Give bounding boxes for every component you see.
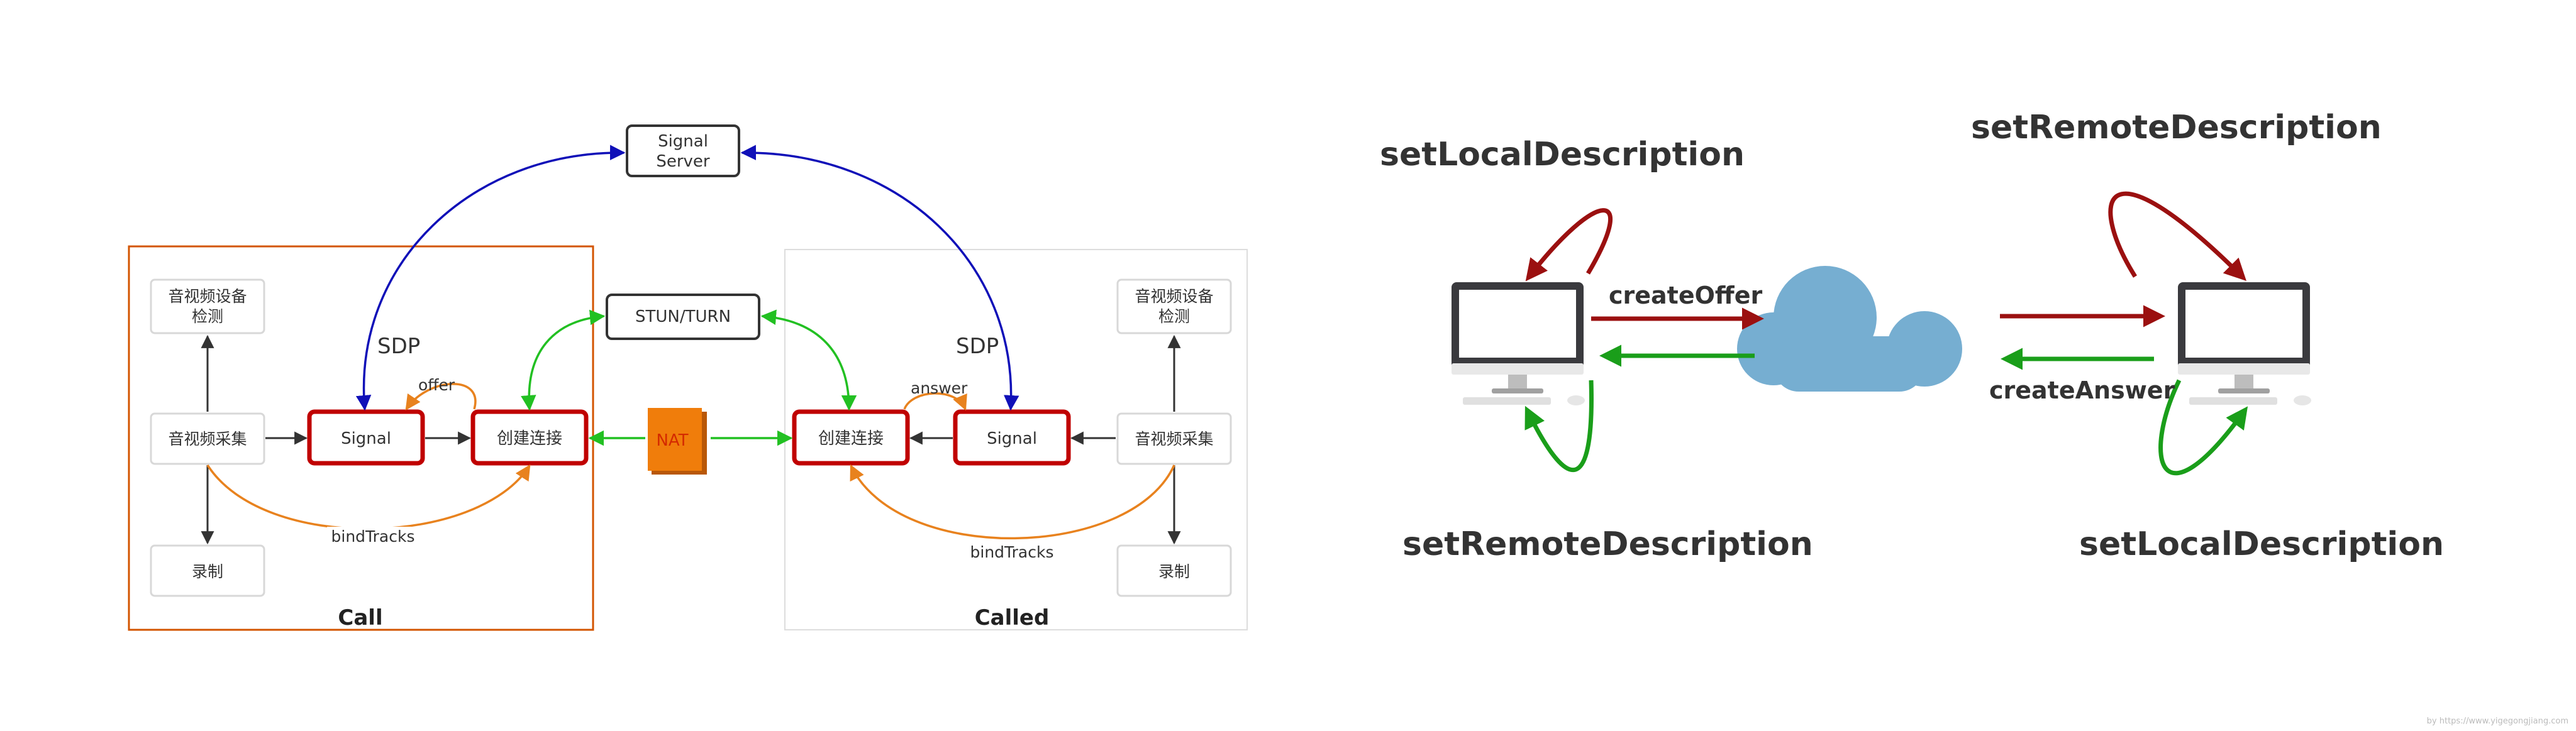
caller-record-node: 录制	[150, 544, 265, 597]
callee-sdp-arrow	[740, 145, 1019, 411]
callee-connect-label: 创建连接	[818, 429, 884, 448]
caller-bind-tracks-arrow	[206, 464, 531, 530]
caller-record-label: 录制	[192, 563, 223, 581]
callee-set-local-loop	[2158, 379, 2248, 476]
callee-bind-tracks-arrow	[850, 464, 1175, 540]
green-arrows	[521, 309, 857, 446]
signal-server-line2: Server	[656, 152, 710, 171]
signal-server-node: Signal Server	[626, 124, 740, 177]
callee-signal-label: Signal	[987, 429, 1037, 448]
nat-node: NAT	[648, 408, 707, 475]
caller-device-check-node: 音视频设备 检测	[150, 278, 265, 334]
callee-capture-label: 音视频采集	[1135, 430, 1213, 448]
callee-set-local-label: setLocalDescription	[2079, 525, 2444, 563]
answer-label: answer	[911, 379, 968, 397]
cloud-icon	[1737, 266, 1962, 392]
call-title: Call	[338, 605, 382, 630]
caller-connect-label: 创建连接	[497, 429, 562, 448]
create-answer-label: createAnswer	[1989, 376, 2175, 404]
callee-record-label: 录制	[1158, 563, 1190, 581]
callee-signal-node: Signal	[953, 409, 1071, 466]
nat-label: NAT	[656, 431, 688, 450]
callee-bind-tracks-label: bindTracks	[970, 543, 1054, 561]
caller-capture-label: 音视频采集	[168, 430, 247, 448]
answer-arrow	[903, 392, 967, 411]
caller-capture-node: 音视频采集	[150, 412, 265, 465]
stun-turn-label: STUN/TURN	[635, 307, 731, 326]
callee-computer-icon	[2178, 282, 2311, 405]
callee-set-remote-loop	[2108, 191, 2246, 281]
caller-computer-icon	[1452, 282, 1585, 405]
webrtc-architecture-diagram: Signal Server STUN/TURN NAT 音视频设备 检测 音视频…	[128, 124, 1248, 631]
caller-connect-node: 创建连接	[470, 409, 589, 466]
caller-stun-arrow	[521, 309, 606, 411]
caller-bind-tracks-label: bindTracks	[331, 527, 415, 546]
caller-set-remote-loop	[1524, 380, 1594, 473]
offer-label: offer	[418, 376, 455, 394]
callee-capture-node: 音视频采集	[1116, 412, 1232, 465]
create-offer-label: createOffer	[1609, 282, 1762, 309]
caller-set-remote-label: setRemoteDescription	[1402, 525, 1813, 563]
caller-sdp-arrow	[355, 145, 626, 411]
sdp-negotiation-diagram: setLocalDescription setRemoteDescription…	[1380, 109, 2444, 563]
callee-stun-arrow	[760, 309, 857, 411]
self-loop-arrows	[1524, 191, 2248, 476]
called-title: Called	[975, 605, 1050, 630]
watermark: by https://www.yigegongjiang.com	[2426, 717, 2568, 726]
caller-signal-label: Signal	[341, 429, 391, 448]
caller-set-local-loop	[1525, 208, 1613, 282]
callee-connect-node: 创建连接	[792, 409, 910, 466]
caller-device-check-line1: 音视频设备	[168, 287, 247, 305]
sdp-right-label: SDP	[956, 334, 999, 359]
caller-signal-node: Signal	[307, 409, 425, 466]
callee-record-node: 录制	[1116, 544, 1232, 597]
dark-arrows	[201, 334, 1181, 545]
sdp-left-label: SDP	[377, 334, 420, 359]
callee-device-check-line2: 检测	[1158, 307, 1190, 326]
signal-server-line1: Signal	[658, 132, 708, 151]
stun-turn-node: STUN/TURN	[606, 294, 760, 340]
callee-device-check-line1: 音视频设备	[1135, 287, 1213, 305]
offer-answer-arrows	[1591, 305, 2165, 370]
caller-device-check-line2: 检测	[192, 307, 223, 326]
sdp-arrows	[355, 145, 1019, 411]
callee-set-remote-label: setRemoteDescription	[1971, 109, 2382, 146]
caller-set-local-label: setLocalDescription	[1380, 136, 1745, 173]
callee-device-check-node: 音视频设备 检测	[1116, 278, 1232, 334]
offer-arrow	[405, 383, 477, 411]
